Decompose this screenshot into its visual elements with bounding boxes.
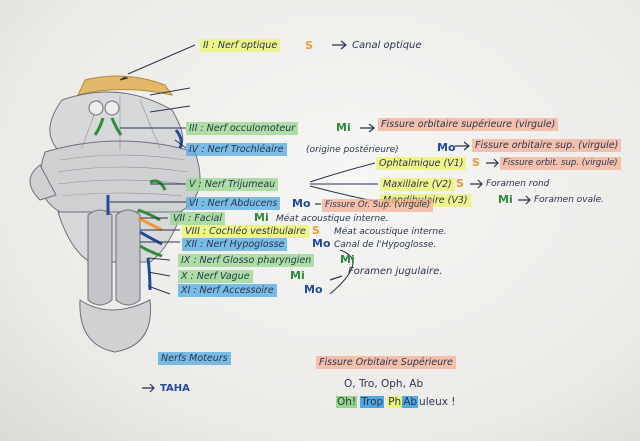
target-n2: Canal optique bbox=[352, 40, 422, 51]
label-nerf-trochleaire: IV : Nerf Trochléaire bbox=[186, 143, 287, 156]
pyramid-right bbox=[115, 209, 141, 306]
target-v1: Fissure orbit. sup. (virgule) bbox=[500, 157, 621, 170]
tag-v3: Mi bbox=[498, 193, 513, 206]
tag-n12: Mo bbox=[312, 237, 331, 250]
target-n8: Méat acoustique interne. bbox=[334, 227, 447, 237]
mnemonic-part: Oh! bbox=[336, 396, 358, 408]
target-n12: Canal de l'Hypoglosse. bbox=[334, 240, 437, 250]
legend-fissure-title: Fissure Orbitaire Supérieure bbox=[316, 356, 456, 369]
label-nerf-trijumeau: V : Nerf Trijumeau bbox=[186, 178, 279, 191]
label-nerf-abducens: VI : Nerf Abducens bbox=[186, 197, 281, 210]
tag-n11: Mo bbox=[304, 283, 323, 296]
tag-n2: S bbox=[305, 39, 313, 52]
label-maxillaire: Maxillaire (V2) bbox=[380, 178, 455, 191]
target-n6: Fissure Or. Sup. (virgule) bbox=[322, 199, 434, 212]
pyramid-left bbox=[87, 209, 113, 306]
target-foramen-jugulaire: Foramen jugulaire. bbox=[348, 266, 443, 277]
target-v3: Foramen ovale. bbox=[534, 195, 605, 205]
optic-chiasm bbox=[77, 75, 174, 96]
mammillary-body-right bbox=[104, 100, 120, 116]
legend-motor-mnemonic: TAHA bbox=[160, 383, 190, 394]
target-n4: Fissure orbitaire sup. (virgule) bbox=[472, 139, 622, 152]
label-nerf-optique: II : Nerf optique bbox=[200, 39, 281, 52]
tag-v2: S bbox=[456, 177, 464, 190]
label-nerf-accessoire: XI : Nerf Accessoire bbox=[178, 284, 277, 297]
note-n4: (origine postérieure) bbox=[306, 145, 399, 155]
tag-n8: S bbox=[312, 224, 320, 237]
label-cochleo-vestibulaire: VIII : Cochléo vestibulaire bbox=[182, 225, 309, 238]
mnemonic-part: Ab bbox=[402, 396, 419, 408]
label-nerf-occulomoteur: III : Nerf occulomoteur bbox=[186, 122, 299, 135]
label-facial: VII : Facial bbox=[170, 212, 225, 225]
pons bbox=[39, 140, 201, 213]
mnemonic-part: uleux ! bbox=[419, 396, 456, 408]
mnemonic-part: Ph bbox=[387, 396, 403, 408]
label-ophtalmique: Ophtalmique (V1) bbox=[376, 157, 467, 170]
tag-n3: Mi bbox=[336, 121, 351, 134]
tag-n10: Mi bbox=[290, 269, 305, 282]
tag-n4: Mo bbox=[437, 141, 456, 154]
tag-n9: Mi bbox=[340, 253, 355, 266]
tag-n7: Mi bbox=[254, 211, 269, 224]
target-v2: Foramen rond bbox=[486, 179, 550, 189]
label-nerf-hypoglosse: XII : Nerf Hypoglosse bbox=[182, 238, 288, 251]
spinal-cord bbox=[79, 299, 152, 353]
trigeminal-root bbox=[29, 164, 57, 201]
tag-v1: S bbox=[472, 156, 480, 169]
legend-motor-title: Nerfs Moteurs bbox=[158, 352, 231, 365]
mnemonic-part: Trop bbox=[360, 396, 385, 408]
tag-n6: Mo bbox=[292, 197, 311, 210]
legend-fissure-list: O, Tro, Oph, Ab bbox=[344, 378, 424, 390]
mammillary-body-left bbox=[88, 100, 104, 116]
label-nerf-vague: X : Nerf Vague bbox=[178, 270, 253, 283]
target-n3: Fissure orbitaire supérieure (virgule) bbox=[378, 118, 559, 131]
target-n7: Méat acoustique interne. bbox=[276, 214, 389, 224]
label-glosso-pharyngien: IX : Nerf Glosso pharyngien bbox=[178, 254, 315, 267]
cerebral-peduncles bbox=[49, 91, 184, 151]
